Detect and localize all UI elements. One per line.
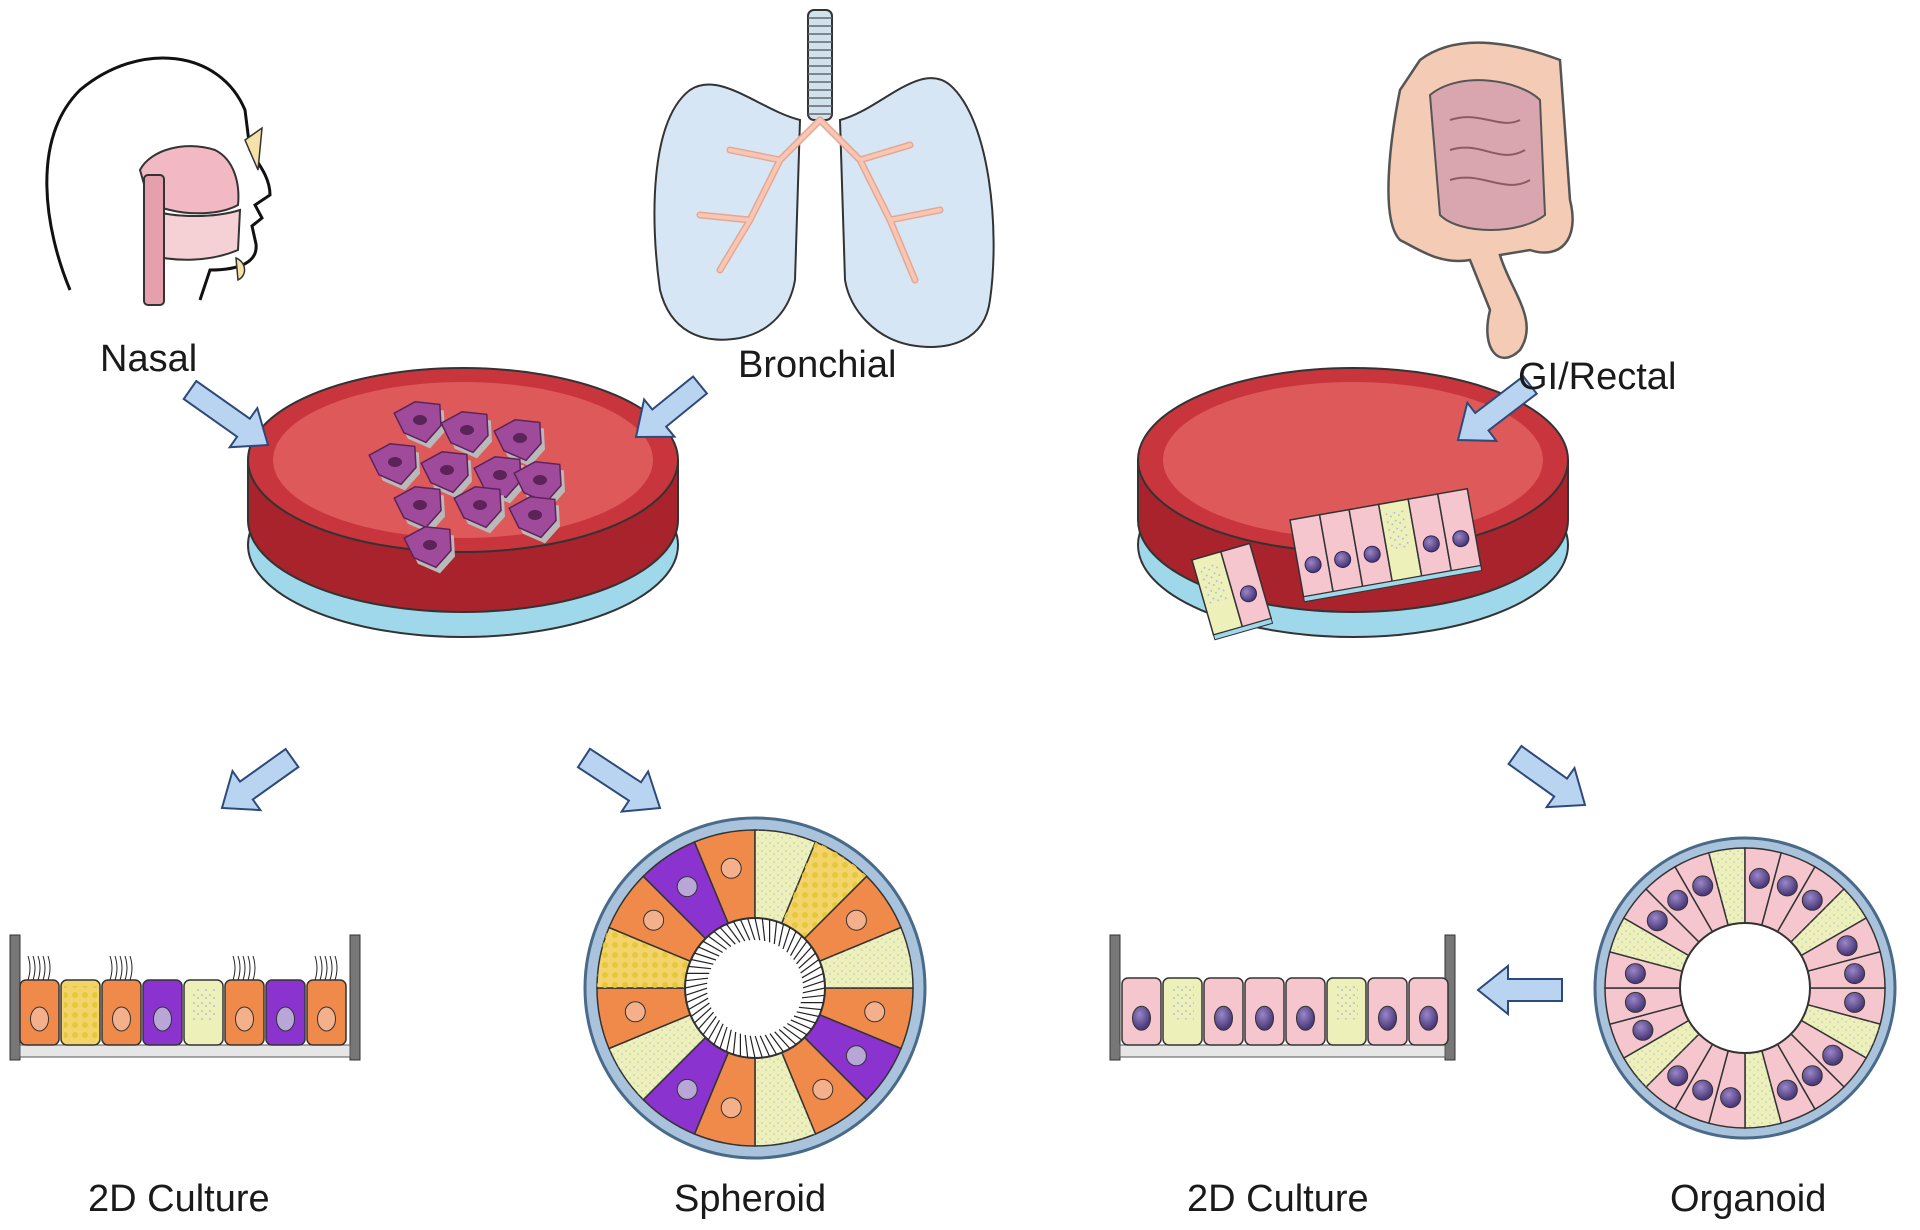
dish-cell-cluster <box>368 401 565 574</box>
culture-2d-left-icon <box>9 934 361 1061</box>
label-2d-culture-right: 2D Culture <box>1187 1178 1369 1220</box>
lungs-icon <box>653 9 995 348</box>
head-nasal-cavity-icon <box>45 56 272 306</box>
arrow-icon <box>576 747 662 813</box>
label-bronchial: Bronchial <box>738 344 897 386</box>
arrows-group <box>182 374 1587 1017</box>
arrow-icon <box>634 375 709 439</box>
arrow-icon <box>182 379 270 449</box>
arrow-icon <box>1476 963 1563 1017</box>
arrow-icon <box>1456 374 1539 442</box>
arrow-icon <box>220 747 300 812</box>
label-organoid: Organoid <box>1670 1178 1827 1220</box>
label-gi-rectal: GI/Rectal <box>1518 356 1677 398</box>
label-spheroid: Spheroid <box>674 1178 827 1220</box>
culture-2d-right-icon <box>1109 934 1456 1061</box>
spheroid-ring-icon <box>583 816 927 1160</box>
dish-epithelium-strips <box>1191 487 1483 641</box>
organoid-ring-icon <box>1593 836 1897 1140</box>
petri-dish-epithelium-icon <box>1137 367 1569 641</box>
petri-dish-cells-icon <box>247 367 679 638</box>
label-nasal: Nasal <box>100 338 198 380</box>
label-2d-culture-left: 2D Culture <box>88 1178 270 1220</box>
arrow-icon <box>1507 744 1587 809</box>
intestine-icon <box>1387 41 1574 359</box>
